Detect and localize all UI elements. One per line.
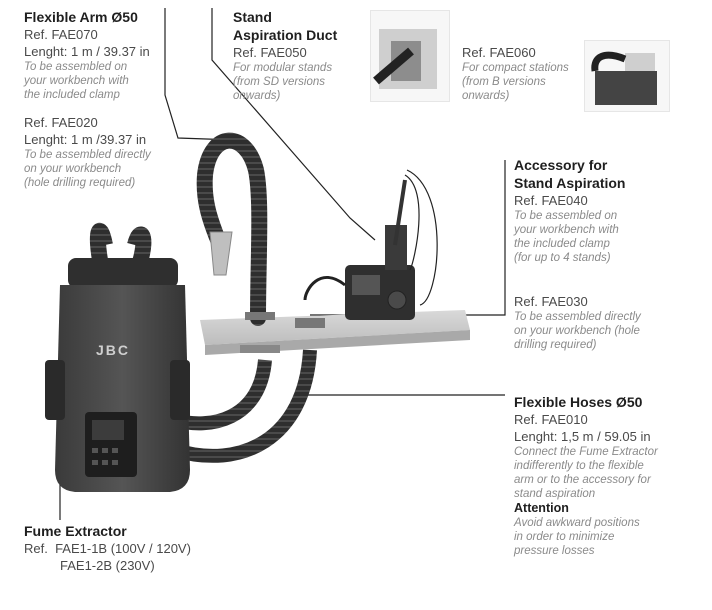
hose-right bbox=[127, 226, 152, 265]
stand-duct-note-b: (from SD versions bbox=[233, 76, 326, 88]
fume-extractor-unit bbox=[45, 258, 190, 492]
accessory-note-1c: the included clamp bbox=[514, 238, 610, 250]
accessory-clamp bbox=[295, 318, 325, 328]
flexible-arm-note-1c: the included clamp bbox=[24, 89, 120, 101]
accessory-note-1b: your workbench with bbox=[514, 224, 619, 236]
flexible-arm-ref-2: Ref. FAE020 bbox=[24, 115, 98, 130]
flexible-arm-nozzle bbox=[209, 231, 233, 276]
hoses-note-b: indifferently to the flexible bbox=[514, 460, 644, 472]
hoses-attention: Attention bbox=[514, 501, 569, 515]
arm-clamp bbox=[245, 312, 275, 320]
stand-duct-thumbnail bbox=[370, 10, 450, 102]
extractor-block: Fume Extractor Ref. FAE1-1B (100V / 120V… bbox=[24, 522, 244, 574]
flexible-arm-block: Flexible Arm Ø50 Ref. FAE070 Lenght: 1 m… bbox=[24, 8, 174, 190]
stand-duct-block: Stand Aspiration Duct Ref. FAE050 For mo… bbox=[233, 8, 368, 103]
stand-duct-title-2: Aspiration Duct bbox=[233, 27, 338, 43]
hoses-note-c: arm or to the accessory for bbox=[514, 474, 651, 486]
compact-note-a: For compact stations bbox=[462, 62, 569, 74]
hose-to-accessory bbox=[172, 349, 317, 463]
hoses-length: Lenght: 1,5 m / 59.05 in bbox=[514, 429, 651, 444]
flexible-arm-title: Flexible Arm Ø50 bbox=[24, 9, 138, 25]
extractor-title: Fume Extractor bbox=[24, 523, 127, 539]
soldering-station bbox=[303, 169, 438, 320]
accessory-title-1: Accessory for bbox=[514, 157, 608, 173]
leader-lines bbox=[59, 8, 506, 520]
extractor-ref-1: Ref. FAE1-1B (100V / 120V) bbox=[24, 541, 191, 556]
hose-left bbox=[89, 223, 113, 262]
flexible-arm-note-2c: (hole drilling required) bbox=[24, 177, 136, 189]
flexible-arm-note-2a: To be assembled directly bbox=[24, 149, 151, 161]
extractor-ref-2: FAE1-2B (230V) bbox=[60, 558, 155, 573]
accessory-note-2c: drilling required) bbox=[514, 339, 597, 351]
leader-flexible-arm bbox=[164, 8, 236, 141]
hoses-title: Flexible Hoses Ø50 bbox=[514, 394, 643, 410]
hoses-note-a: Connect the Fume Extractor bbox=[514, 446, 658, 458]
hoses-attention-note-a: Avoid awkward positions bbox=[514, 517, 640, 529]
hoses-attention-note-b: in order to minimize bbox=[514, 531, 615, 543]
flexible-arm-ref-1: Ref. FAE070 bbox=[24, 27, 98, 42]
accessory-ref-2: Ref. FAE030 bbox=[514, 294, 588, 309]
flexible-arm-note-1a: To be assembled on bbox=[24, 61, 128, 73]
extractor-brand-logo: JBC bbox=[96, 342, 131, 358]
accessory-note-2a: To be assembled directly bbox=[514, 311, 641, 323]
compact-duct-thumbnail bbox=[584, 40, 670, 112]
flexible-arm-length-2: Lenght: 1 m /39.37 in bbox=[24, 132, 147, 147]
stand-duct-note-c: onwards) bbox=[233, 90, 281, 102]
flexible-arm-note-1b: your workbench with bbox=[24, 75, 129, 87]
stand-duct-note-a: For modular stands bbox=[233, 62, 333, 74]
accessory-note-2b: on your workbench (hole bbox=[514, 325, 640, 337]
leader-stand-duct bbox=[211, 8, 376, 241]
compact-block: Ref. FAE060 For compact stations (from B… bbox=[462, 44, 582, 103]
compact-note-b: (from B versions bbox=[462, 76, 546, 88]
accessory-note-1a: To be assembled on bbox=[514, 210, 618, 222]
compact-note-c: onwards) bbox=[462, 90, 510, 102]
flexible-arm-length-1: Lenght: 1 m / 39.37 in bbox=[24, 44, 150, 59]
stand-duct-ref: Ref. FAE050 bbox=[233, 45, 307, 60]
accessory-note-1d: (for up to 4 stands) bbox=[514, 252, 611, 264]
hoses-note-d: stand aspiration bbox=[514, 488, 596, 500]
accessory-block: Accessory for Stand Aspiration Ref. FAE0… bbox=[514, 156, 694, 352]
accessory-title-2: Stand Aspiration bbox=[514, 175, 626, 191]
hoses-attention-note-c: pressure losses bbox=[514, 545, 595, 557]
accessory-ref-1: Ref. FAE040 bbox=[514, 193, 588, 208]
flexible-arm-hose bbox=[196, 132, 268, 326]
hoses-block: Flexible Hoses Ø50 Ref. FAE010 Lenght: 1… bbox=[514, 393, 704, 558]
stand-duct-title-1: Stand bbox=[233, 9, 272, 25]
flexible-arm-note-2b: on your workbench bbox=[24, 163, 122, 175]
hoses-ref: Ref. FAE010 bbox=[514, 412, 588, 427]
compact-ref: Ref. FAE060 bbox=[462, 45, 536, 60]
